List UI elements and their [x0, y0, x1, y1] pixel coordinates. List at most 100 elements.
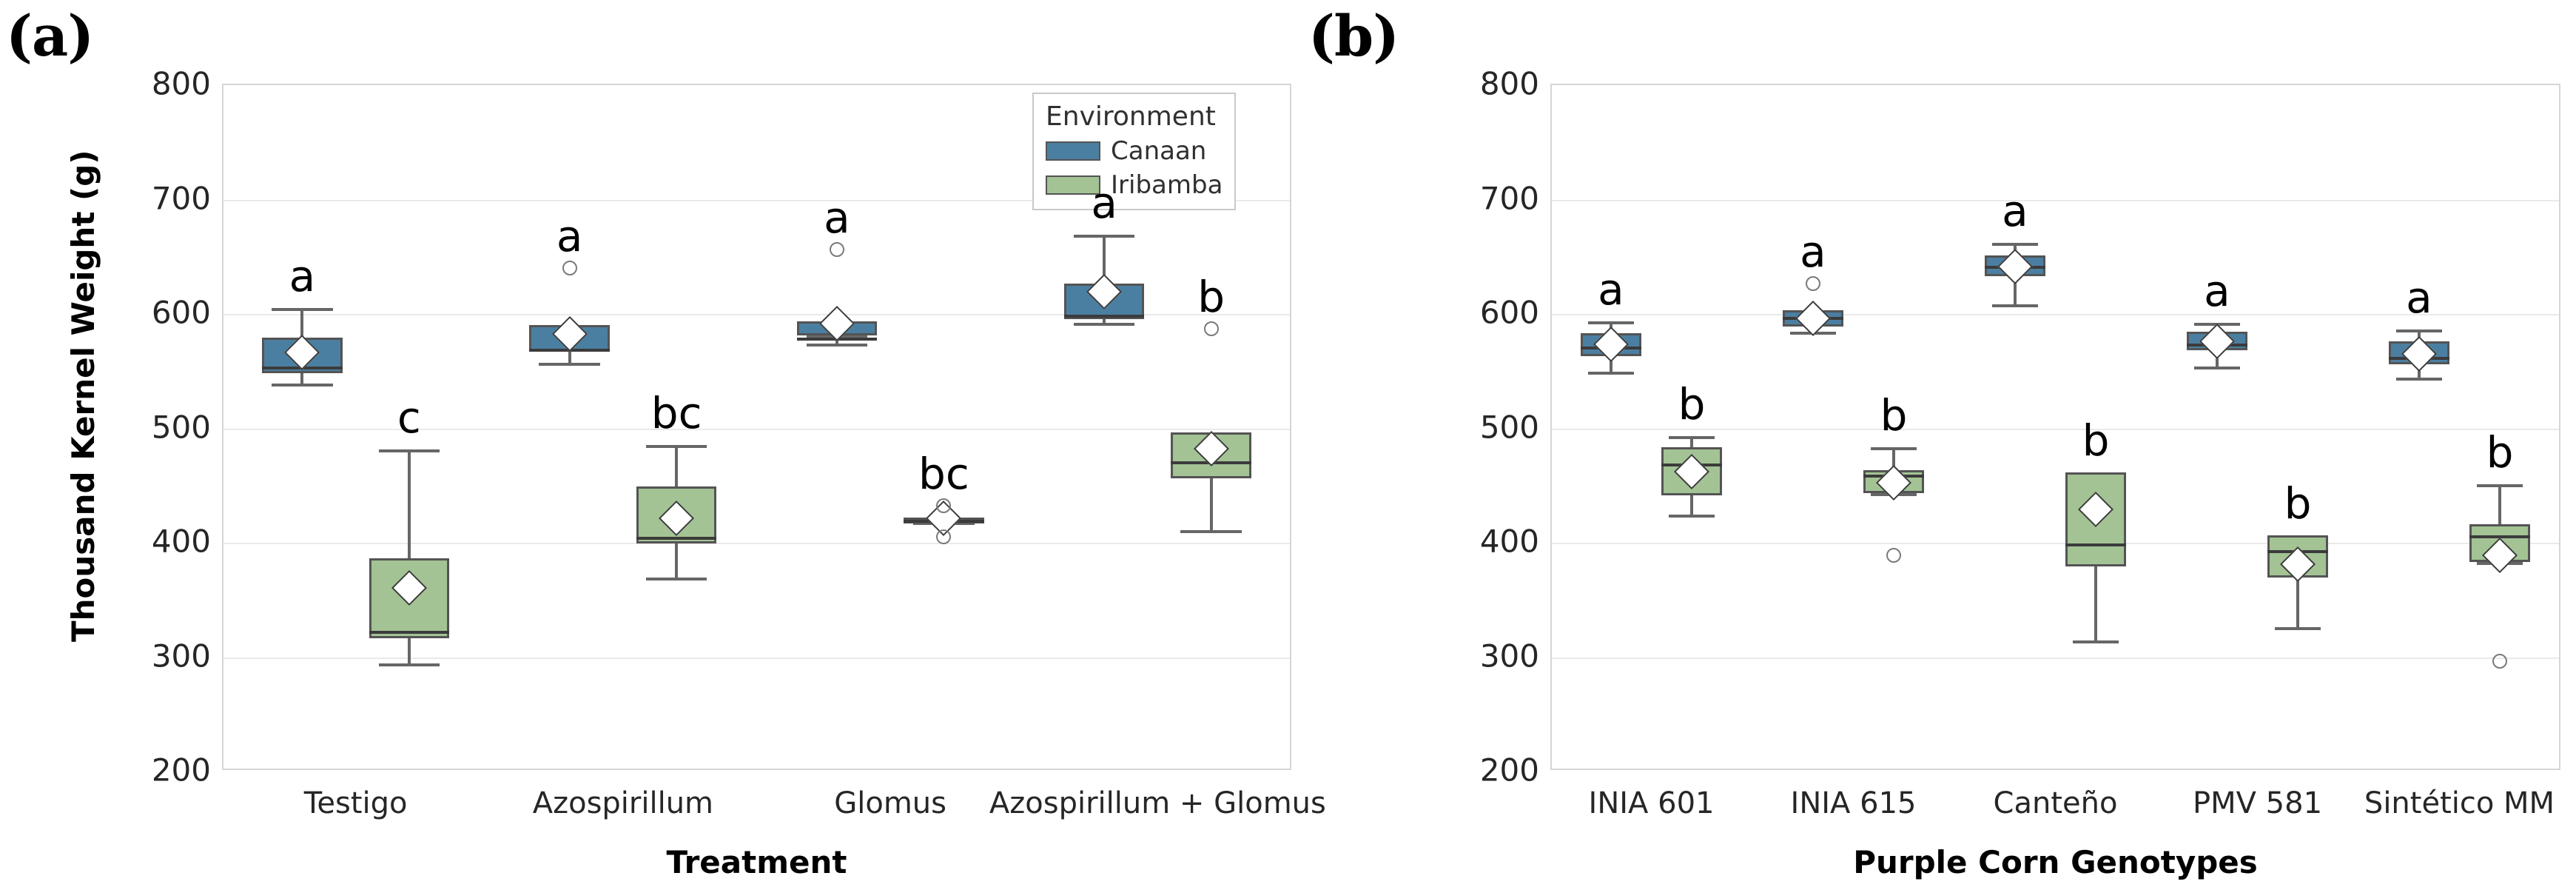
whisker-cap — [1073, 322, 1135, 326]
whisker-cap — [806, 343, 868, 347]
whisker-cap — [1668, 435, 1715, 439]
panel-a: (a) Treatment Thousand Kernel Weight (g)… — [6, 3, 1326, 880]
significance-label: a — [289, 250, 316, 301]
whisker-cap — [378, 449, 440, 453]
whisker — [568, 351, 571, 363]
y-axis-tick-label: 300 — [151, 638, 211, 674]
whisker — [1609, 355, 1612, 372]
significance-label: a — [2002, 185, 2028, 236]
whisker-cap — [1668, 515, 1715, 518]
whisker — [300, 372, 304, 384]
whisker-cap — [2395, 329, 2442, 333]
whisker — [675, 543, 679, 578]
whisker-cap — [378, 663, 440, 667]
whisker — [2013, 275, 2017, 305]
whisker — [407, 638, 411, 664]
significance-label: c — [397, 392, 421, 444]
whisker-cap — [645, 445, 707, 449]
median-line — [369, 630, 450, 634]
y-axis-tick-label: 600 — [1479, 294, 1539, 331]
gridline — [223, 199, 1290, 201]
whisker-cap — [645, 578, 707, 581]
gridline — [1552, 314, 2559, 315]
whisker — [2498, 484, 2502, 524]
whisker — [407, 449, 411, 559]
panel-a-y-axis-title: Thousand Kernel Weight (g) — [65, 150, 101, 642]
x-axis-tick-label: INIA 615 — [1790, 786, 1917, 820]
median-line — [1063, 315, 1145, 318]
y-axis-tick-label: 500 — [1479, 409, 1539, 445]
legend: Environment Canaan Iribamba — [1032, 93, 1237, 210]
whisker-cap — [1587, 321, 1634, 325]
whisker-cap — [2395, 378, 2442, 381]
outlier-point — [1805, 276, 1820, 292]
legend-item-canaan: Canaan — [1046, 136, 1223, 166]
gridline — [223, 657, 1290, 659]
y-axis-tick-label: 300 — [1479, 638, 1539, 674]
legend-title: Environment — [1046, 101, 1216, 132]
whisker-cap — [272, 383, 333, 387]
significance-label: b — [2082, 415, 2110, 466]
whisker-cap — [1870, 447, 1917, 451]
y-axis-tick-label: 500 — [151, 409, 211, 445]
x-axis-tick-label: Azospirillum + Glomus — [989, 786, 1326, 820]
outlier-point — [2492, 654, 2508, 669]
legend-swatch-iribamba — [1046, 175, 1100, 195]
panel-b: (b) Purple Corn Genotypes 200 300 400 500 60… — [1302, 0, 2576, 890]
y-axis-tick-label: 600 — [151, 294, 211, 331]
gridline — [223, 543, 1290, 544]
gridline — [1552, 428, 2559, 430]
whisker — [1690, 435, 1694, 448]
outlier-point — [562, 260, 577, 275]
y-axis-tick-label: 400 — [151, 523, 211, 560]
whisker — [675, 445, 679, 486]
x-axis-tick-label: Canteño — [1993, 786, 2118, 820]
median-line — [636, 536, 717, 540]
significance-label: a — [1598, 264, 1624, 315]
outlier-point — [1886, 547, 1902, 563]
legend-label-iribamba: Iribamba — [1111, 170, 1223, 200]
whisker-cap — [2193, 366, 2240, 369]
whisker — [1103, 234, 1106, 284]
whisker-cap — [2476, 484, 2523, 487]
x-axis-tick-label: Testigo — [303, 786, 408, 820]
whisker — [2417, 329, 2421, 341]
significance-label: bc — [650, 388, 702, 439]
whisker-cap — [539, 362, 600, 366]
y-axis-tick-label: 200 — [1479, 752, 1539, 789]
y-axis-tick-label: 800 — [1479, 65, 1539, 102]
x-axis-tick-label: Glomus — [834, 786, 946, 820]
significance-label: a — [2204, 265, 2230, 316]
whisker — [2296, 578, 2300, 627]
panel-b-tag: (b) — [1308, 3, 1399, 69]
y-axis-tick-label: 400 — [1479, 523, 1539, 560]
legend-item-iribamba: Iribamba — [1046, 170, 1223, 200]
significance-label: a — [556, 210, 583, 261]
x-axis-tick-label: Azospirillum — [532, 786, 714, 820]
whisker-cap — [272, 307, 333, 311]
gridline — [223, 314, 1290, 315]
significance-label: bc — [918, 449, 969, 500]
y-axis-tick-label: 700 — [151, 180, 211, 216]
whisker — [300, 307, 304, 338]
gridline — [223, 428, 1290, 430]
outlier-point — [1203, 321, 1219, 336]
y-axis-tick-label: 200 — [151, 752, 211, 789]
significance-label: b — [2284, 478, 2312, 529]
whisker-cap — [1991, 304, 2038, 308]
whisker-cap — [2274, 626, 2321, 630]
whisker — [1209, 478, 1213, 530]
significance-label: a — [824, 193, 850, 244]
panel-b-x-axis-title: Purple Corn Genotypes — [1853, 844, 2258, 880]
whisker-cap — [1991, 242, 2038, 246]
x-axis-tick-label: INIA 601 — [1588, 786, 1715, 820]
gridline — [1552, 199, 2559, 201]
significance-label: b — [1678, 378, 1706, 429]
whisker — [1892, 447, 1896, 471]
x-axis-tick-label: PMV 581 — [2192, 786, 2323, 820]
significance-label: a — [1091, 177, 1117, 228]
gridline — [1552, 543, 2559, 544]
legend-label-canaan: Canaan — [1111, 136, 1207, 166]
outlier-point — [829, 242, 844, 258]
